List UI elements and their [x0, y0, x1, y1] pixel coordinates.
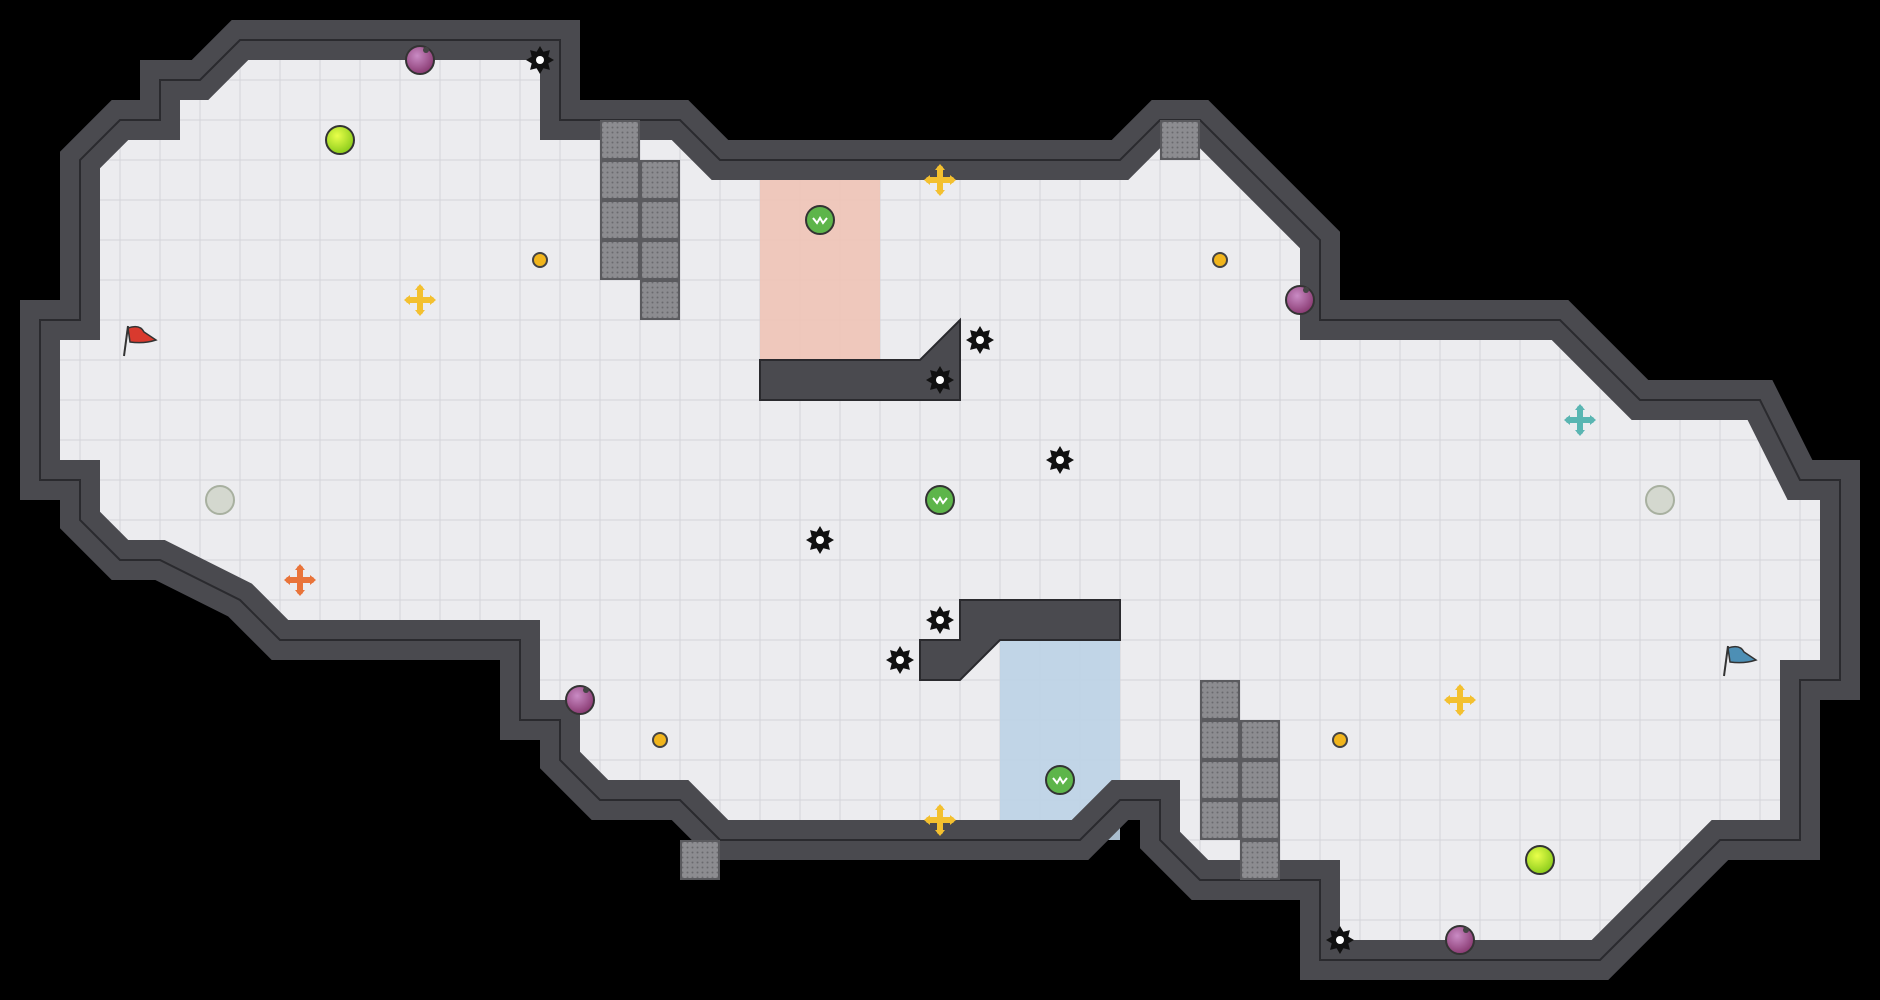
spike-icon [1326, 926, 1354, 954]
boost-arrows-icon [404, 284, 436, 316]
gate-plate [600, 160, 640, 200]
portal-icon [205, 485, 235, 515]
red-flag-icon [123, 325, 158, 357]
coin-icon [652, 732, 668, 748]
gate-plate [600, 240, 640, 280]
spike-icon [526, 46, 554, 74]
items-layer [123, 45, 1758, 955]
gate-plate [640, 200, 680, 240]
spike-icon [886, 646, 914, 674]
gate-plate [640, 240, 680, 280]
gate-plate [1240, 840, 1280, 880]
coin-icon [532, 252, 548, 268]
blue-boost-icon [1564, 404, 1596, 436]
boost-arrows-icon [924, 164, 956, 196]
red-boost-icon [284, 564, 316, 596]
gate-plate [600, 200, 640, 240]
spike-icon [1046, 446, 1074, 474]
boost-arrows-icon [1444, 684, 1476, 716]
spike-icon [806, 526, 834, 554]
portal-icon [1645, 485, 1675, 515]
walls-layer [20, 20, 1860, 980]
spike-icon [926, 366, 954, 394]
outer-wall-edge [39, 39, 1841, 961]
gate-plate [1200, 680, 1240, 720]
boost-arrows-icon [924, 804, 956, 836]
tagpro-icon [925, 485, 955, 515]
gate-plate [1200, 800, 1240, 840]
blue-flag-icon [1723, 645, 1758, 677]
gate-plate [1200, 760, 1240, 800]
gate-plate [1240, 800, 1280, 840]
coin-icon [1212, 252, 1228, 268]
coin-icon [1332, 732, 1348, 748]
gate-plate [1240, 720, 1280, 760]
gate-plate [1160, 120, 1200, 160]
gate-plate [640, 280, 680, 320]
spike-icon [966, 326, 994, 354]
gate-plate [680, 840, 720, 880]
bomb-icon [1285, 285, 1315, 315]
gate-plates [600, 120, 1280, 880]
juke-juice-icon [325, 125, 355, 155]
juke-juice-icon [1525, 845, 1555, 875]
gate-plate [640, 160, 680, 200]
bomb-icon [405, 45, 435, 75]
tagpro-icon [805, 205, 835, 235]
gate-plate [1200, 720, 1240, 760]
bomb-icon [565, 685, 595, 715]
gate-plate [1240, 760, 1280, 800]
tagpro-icon [1045, 765, 1075, 795]
spike-icon [926, 606, 954, 634]
bomb-icon [1445, 925, 1475, 955]
team-zones [760, 160, 1120, 840]
inner-wall-top [759, 317, 961, 401]
gate-plate [600, 120, 640, 160]
red-endzone [760, 160, 880, 360]
inner-wall-bottom [919, 599, 1121, 681]
